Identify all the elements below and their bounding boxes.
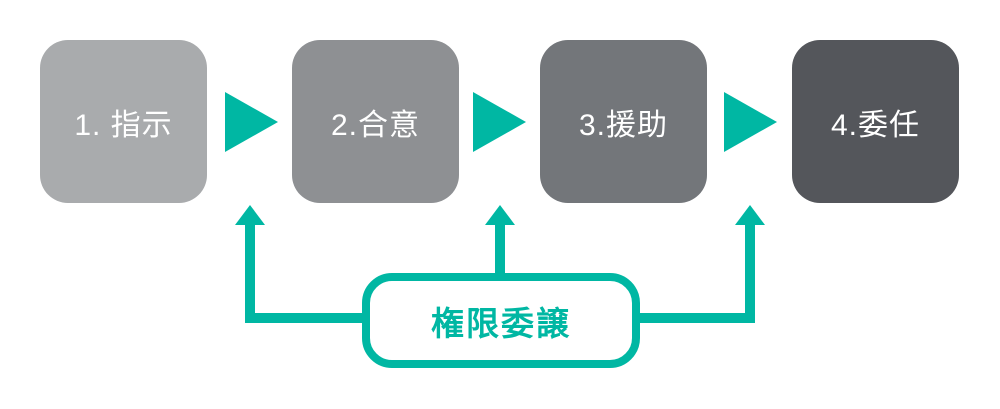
delegation-callout-label: 権限委譲 (431, 304, 571, 342)
flow-arrow-right-2-icon (473, 92, 526, 152)
step-box-3: 3.援助 (540, 40, 707, 203)
delegation-callout: 権限委譲 (362, 273, 640, 368)
up-arrow-stem-1 (245, 222, 255, 323)
step-label-1: 1. 指示 (74, 108, 173, 142)
step-label-2: 2.合意 (330, 108, 421, 142)
flow-arrow-right-3-icon (724, 92, 777, 152)
connector-horizontal-right (630, 313, 755, 323)
step-box-4: 4.委任 (792, 40, 959, 203)
up-arrowhead-3-icon (735, 205, 765, 225)
up-arrowhead-1-icon (235, 205, 265, 225)
step-box-1: 1. 指示 (40, 40, 207, 203)
step-box-2: 2.合意 (292, 40, 459, 203)
up-arrow-stem-3 (745, 222, 755, 323)
step-label-3: 3.援助 (578, 108, 669, 142)
up-arrow-stem-2 (495, 222, 505, 278)
connector-horizontal-left (245, 313, 372, 323)
up-arrowhead-2-icon (485, 205, 515, 225)
step-label-4: 4.委任 (830, 108, 921, 142)
flow-arrow-right-1-icon (225, 92, 278, 152)
